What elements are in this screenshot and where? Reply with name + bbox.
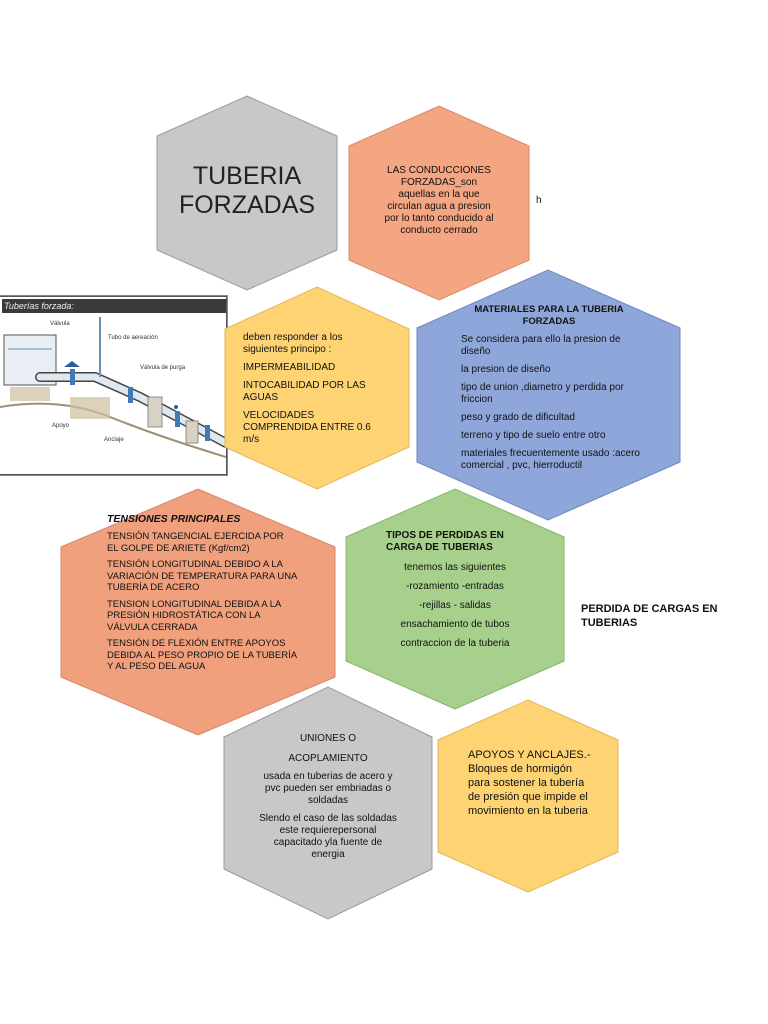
hex-tensiones: TENSIONES PRINCIPALES TENSIÓN TANGENCIAL…: [60, 488, 336, 736]
hex-shape: [345, 488, 565, 710]
materiales-title: MATERIALES PARA LA TUBERIA FORZADAS: [474, 304, 624, 327]
tensiones-item-4: TENSIÓN DE FLEXIÓN ENTRE APOYOS DEBIDA A…: [107, 638, 297, 672]
hex-shape: [60, 488, 336, 736]
label-tubo: Tubo de aereación: [108, 335, 158, 341]
title-line1: TUBERIA: [192, 162, 302, 190]
hex-shape: [348, 105, 530, 301]
uniones-p1: usada en tuberias de acero y pvc pueden …: [263, 771, 393, 806]
hex-title: TUBERIA FORZADAS: [156, 95, 338, 291]
perdida-cargas-line1: PERDIDA DE CARGAS EN: [581, 603, 718, 615]
uniones-title1: UNIONES O: [299, 733, 357, 744]
tensiones-item-1: TENSIÓN TANGENCIAL EJERCIDA POR EL GOLPE…: [107, 531, 284, 554]
photo-caption: Tuberías forzada:: [2, 299, 226, 313]
penstock-photo: Tuberías forzada: Válvula Tubo de aereac…: [0, 296, 227, 475]
perdidas-item-1: tenemos las siguientes: [404, 562, 506, 573]
materiales-item-3: tipo de union ,diametro y perdida por fr…: [461, 382, 624, 405]
penstock-drawing: [0, 317, 226, 458]
materiales-item-2: la presion de diseño: [461, 364, 551, 375]
hex-materiales: MATERIALES PARA LA TUBERIA FORZADAS Se c…: [416, 269, 681, 521]
hex-shape: [223, 686, 433, 920]
hex-shape: [437, 699, 619, 893]
uniones-title2: ACOPLAMIENTO: [288, 753, 368, 764]
perdidas-title: TIPOS DE PERDIDAS EN CARGA DE TUBERIAS: [386, 530, 504, 553]
hex-apoyos: APOYOS Y ANCLAJES.- Bloques de hormigón …: [437, 699, 619, 893]
label-valvula: Válvula: [50, 321, 70, 327]
principios-intro: deben responder a los siguientes princip…: [243, 332, 343, 355]
title-line2: FORZADAS: [178, 191, 316, 219]
principios-item-3: VELOCIDADES COMPRENDIDA ENTRE 0.6 m/s: [243, 410, 371, 445]
hex-uniones: UNIONES O ACOPLAMIENTO usada en tuberias…: [223, 686, 433, 920]
principios-item-1: IMPERMEABILIDAD: [243, 362, 336, 373]
conducciones-text: LAS CONDUCCIONES FORZADAS_son aquellas e…: [384, 165, 494, 236]
label-apoyo: Apoyo: [52, 423, 70, 429]
hex-shape: [416, 269, 681, 521]
label-anclaje: Anclaje: [104, 437, 124, 443]
uniones-p2: Slendo el caso de las soldadas este requ…: [259, 813, 397, 860]
materiales-item-4: peso y grado de dificultad: [461, 412, 575, 423]
hex-perdidas: TIPOS DE PERDIDAS EN CARGA DE TUBERIAS t…: [345, 488, 565, 710]
tensiones-item-3: TENSION LONGITUDINAL DEBIDA A LA PRESIÓN…: [107, 598, 281, 633]
perdidas-item-4: ensachamiento de tubos: [400, 619, 510, 630]
hex-conducciones: LAS CONDUCCIONES FORZADAS_son aquellas e…: [348, 105, 530, 301]
materiales-item-6: materiales frecuentemente usado :acero c…: [461, 448, 640, 471]
tensiones-item-2: TENSIÓN LONGITUDINAL DEBIDO A LA VARIACI…: [107, 559, 297, 593]
label-purga: Válvula de purga: [140, 365, 186, 371]
perdidas-item-2: -rozamiento -entradas: [406, 581, 504, 592]
materiales-item-1: Se considera para ello la presion de dis…: [461, 334, 621, 357]
hex-shape: [156, 95, 338, 291]
materiales-item-5: terreno y tipo de suelo entre otro: [461, 430, 606, 441]
perdidas-item-5: contraccion de la tuberia: [400, 638, 510, 649]
tensiones-title: TENSIONES PRINCIPALES: [107, 513, 241, 525]
principios-item-2: INTOCABILIDAD POR LAS AGUAS: [243, 380, 366, 403]
hex-principios: deben responder a los siguientes princip…: [224, 286, 410, 490]
stray-letter: h: [536, 195, 542, 206]
perdidas-item-3: -rejillas - salidas: [419, 600, 491, 611]
hex-shape: [224, 286, 410, 490]
perdida-cargas-label: PERDIDA DE CARGAS EN TUBERIAS: [581, 602, 718, 630]
apoyos-text: APOYOS Y ANCLAJES.- Bloques de hormigón …: [468, 749, 591, 817]
perdida-cargas-line2: TUBERIAS: [581, 617, 638, 629]
